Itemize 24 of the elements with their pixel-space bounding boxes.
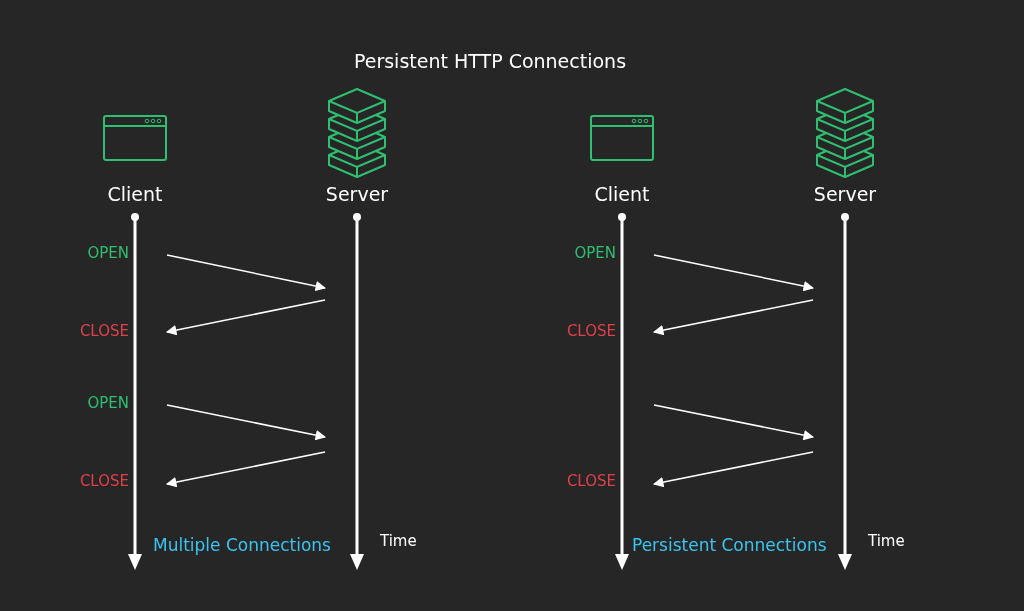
message-arrow xyxy=(652,451,814,488)
message-arrow xyxy=(653,404,815,441)
open-label: OPEN xyxy=(87,394,129,412)
message-arrow xyxy=(653,254,815,292)
open-label: OPEN xyxy=(87,244,129,262)
diagram-title: Persistent HTTP Connections xyxy=(353,50,627,72)
open-label: OPEN xyxy=(574,244,616,262)
participant-label: Client xyxy=(594,183,650,205)
message-arrow xyxy=(165,451,326,488)
participant-label: Server xyxy=(325,183,389,205)
time-label: Time xyxy=(868,532,905,550)
close-label: CLOSE xyxy=(566,472,616,490)
close-label: CLOSE xyxy=(566,322,616,340)
close-label: CLOSE xyxy=(79,322,129,340)
close-label: CLOSE xyxy=(79,472,129,490)
participant-label: Client xyxy=(107,183,163,205)
caption-label: Multiple Connections xyxy=(153,535,331,555)
message-arrow xyxy=(166,254,327,292)
message-arrow xyxy=(166,404,327,441)
participant-label: Server xyxy=(813,183,877,205)
caption-label: Persistent Connections xyxy=(632,535,827,555)
message-arrow xyxy=(165,299,326,336)
time-label: Time xyxy=(380,532,417,550)
message-arrow xyxy=(652,299,814,336)
